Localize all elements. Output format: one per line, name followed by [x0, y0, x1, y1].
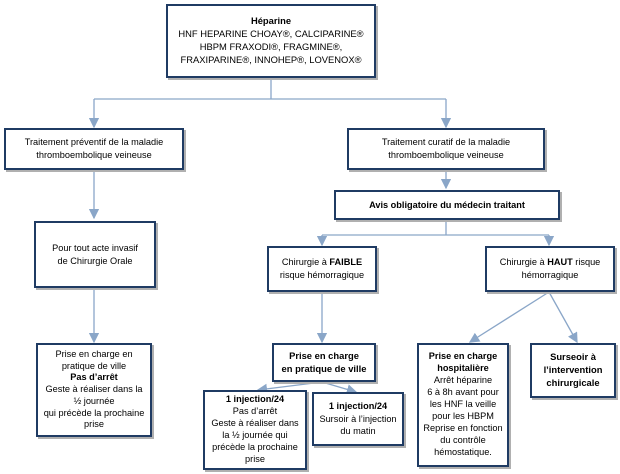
preventif-line-2: thromboembolique veineuse — [36, 150, 152, 160]
traitement-curatif-box: Traitement curatif de la maladie thrombo… — [347, 128, 545, 170]
heparine-line-2: HBPM FRAXODI®, FRAGMINE®, — [199, 41, 343, 52]
surseoir-box: Surseoir à l’intervention chirurgicale — [530, 343, 616, 398]
prise-left-line-4: Geste à réaliser dans la — [45, 384, 143, 395]
inj-a-line-4: la ½ journée qui — [222, 430, 288, 440]
curatif-line-2: thromboembolique veineuse — [388, 150, 504, 160]
acte-line-1: Pour tout acte invasif — [52, 242, 138, 253]
chirurgie-haut-box: Chirurgie à HAUT risque hémorragique — [485, 246, 615, 292]
faible-line-2: risque hémorragique — [279, 270, 365, 280]
prise-mid-line-2: en pratique de ville — [281, 362, 367, 374]
inj-b-line-1: 1 injection/24 — [328, 400, 388, 411]
hosp-line-1: Prise en charge — [428, 351, 498, 362]
prise-hospitaliere-box: Prise en charge hospitalière Arrêt hépar… — [417, 343, 509, 467]
sursoir-line-1: Surseoir à — [550, 351, 596, 363]
sursoir-line-3: chirurgicale — [546, 376, 600, 388]
hosp-line-8: du contrôle — [440, 434, 486, 445]
injection-a-box: 1 injection/24 Pas d’arrêt Geste à réali… — [203, 390, 307, 470]
traitement-preventif-box: Traitement préventif de la maladie throm… — [4, 128, 184, 170]
prise-left-line-2: pratique de ville — [61, 360, 127, 371]
prise-left-line-3: Pas d’arrêt — [70, 372, 118, 383]
hosp-line-5: les HNF la veille — [429, 399, 497, 410]
inj-a-line-5: précède la prochaine — [212, 441, 298, 452]
curatif-line-1: Traitement curatif de la maladie — [381, 137, 511, 148]
hosp-line-3: Arrêt héparine — [433, 375, 493, 386]
hosp-line-6: pour les HBPM — [432, 410, 494, 421]
hosp-line-7: Reprise en fonction — [423, 422, 503, 433]
prise-left-line-7: prise — [84, 419, 104, 430]
prise-ville-left-box: Prise en charge en pratique de ville Pas… — [36, 343, 152, 437]
hosp-line-9: hémostatique. — [434, 446, 492, 457]
prise-left-line-6: qui précède la prochaine — [43, 407, 145, 418]
avis-text: Avis obligatoire du médecin traitant — [369, 199, 525, 210]
heparine-box: Héparine HNF HEPARINE CHOAY®, CALCIPARIN… — [166, 4, 376, 78]
avis-medecin-box: Avis obligatoire du médecin traitant — [334, 190, 560, 220]
preventif-line-1: Traitement préventif de la maladie — [24, 137, 164, 148]
faible-line-1: Chirurgie à FAIBLE — [282, 256, 362, 269]
inj-b-line-2: Sursoir à l’injection — [319, 413, 397, 424]
chirurgie-faible-box: Chirurgie à FAIBLE risque hémorragique — [267, 246, 377, 292]
hosp-line-4: 6 à 8h avant pour — [427, 387, 499, 398]
prise-mid-line-1: Prise en charge — [289, 349, 359, 361]
inj-a-line-6: prise — [245, 453, 265, 464]
inj-a-line-2: Pas d’arrêt — [232, 406, 278, 417]
heparine-line-3: FRAXIPARINE®, INNOHEP®, LOVENOX® — [180, 53, 362, 65]
inj-b-line-3: du matin — [340, 426, 376, 437]
haut-suffix: risque — [572, 257, 601, 268]
sursoir-line-2: l’intervention — [543, 364, 603, 376]
injection-b-box: 1 injection/24 Sursoir à l’injection du … — [312, 392, 404, 446]
haut-line-2: hémorragique — [521, 270, 579, 280]
faible-prefix: Chirurgie à — [281, 257, 330, 268]
prise-left-line-1: Prise en charge en — [55, 348, 133, 359]
inj-a-line-1: 1 injection/24 — [225, 394, 285, 405]
heparine-title: Héparine — [250, 15, 292, 27]
heparine-line-1: HNF HEPARINE CHOAY®, CALCIPARINE® — [178, 28, 364, 40]
acte-line-2: de Chirurgie Orale — [57, 255, 133, 266]
haut-prefix: Chirurgie à — [499, 257, 548, 268]
faible-bold: FAIBLE — [329, 257, 363, 268]
prise-left-line-5: ½ journée — [73, 395, 115, 406]
inj-a-line-3: Geste à réaliser dans — [211, 418, 299, 429]
hosp-line-2: hospitalière — [437, 363, 489, 374]
prise-ville-mid-box: Prise en charge en pratique de ville — [272, 343, 376, 382]
haut-bold: HAUT — [547, 257, 573, 268]
haut-line-1: Chirurgie à HAUT risque — [500, 256, 601, 269]
acte-invasif-box: Pour tout acte invasif de Chirurgie Oral… — [34, 221, 156, 288]
